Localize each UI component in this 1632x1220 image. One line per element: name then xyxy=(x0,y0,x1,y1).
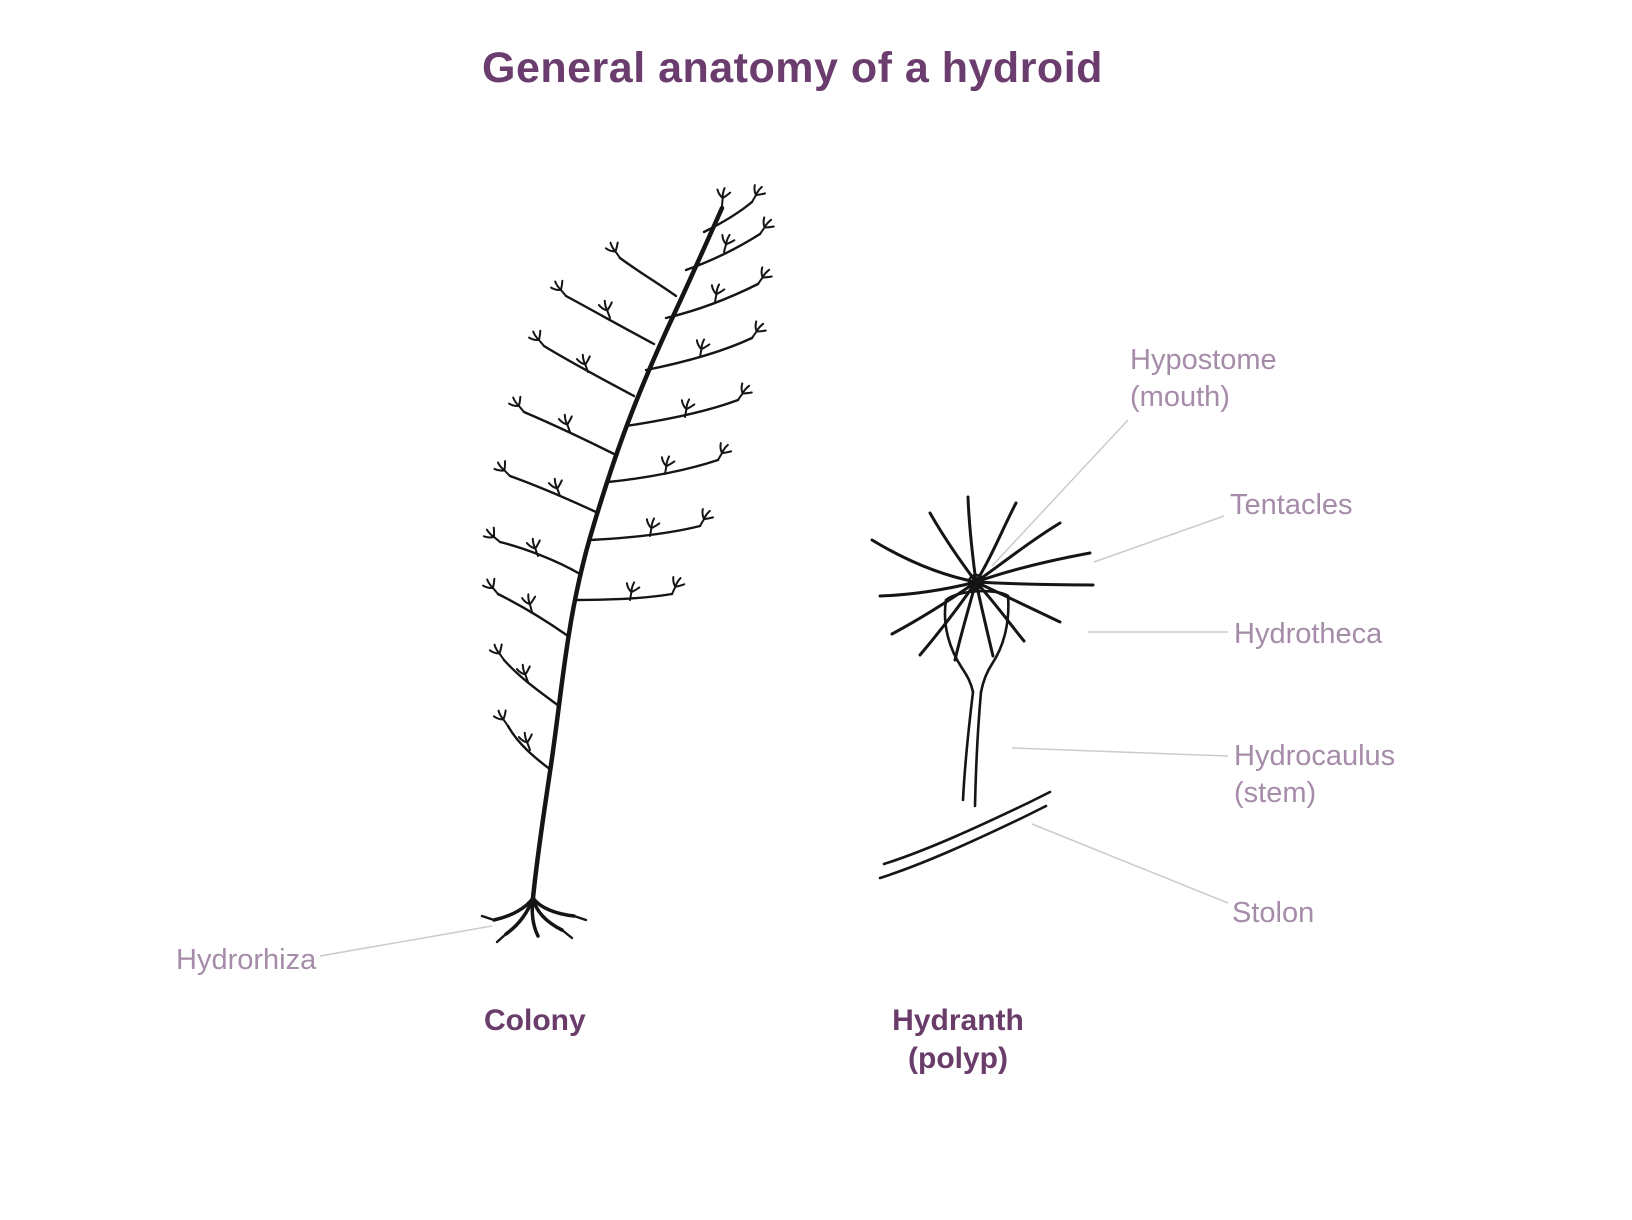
hydranth-hydrotheca xyxy=(943,589,1010,694)
colony-polyps xyxy=(480,182,778,754)
label-hydrorhiza: Hydrorhiza xyxy=(176,944,317,976)
colony-main-stem xyxy=(530,205,725,901)
label-hydrocaulus: Hydrocaulus (stem) xyxy=(1234,738,1395,812)
leader-tentacles xyxy=(1093,515,1225,563)
label-hypostome-line1: Hypostome xyxy=(1130,344,1277,376)
hydranth-hypostome xyxy=(967,573,985,591)
label-hypostome: Hypostome (mouth) xyxy=(1130,342,1277,416)
caption-hydranth: Hydranth (polyp) xyxy=(858,1002,1058,1078)
caption-colony: Colony xyxy=(484,1004,586,1037)
label-tentacles: Tentacles xyxy=(1230,489,1353,521)
colony-hydrorhiza-root xyxy=(480,896,588,944)
colony-illustration xyxy=(480,182,778,944)
leader-stolon xyxy=(1031,823,1229,904)
hydranth-stolon xyxy=(878,790,1052,880)
page-title: General anatomy of a hydroid xyxy=(482,44,1103,92)
leader-lines xyxy=(319,419,1229,957)
label-hydrotheca: Hydrotheca xyxy=(1234,618,1383,650)
label-hydrocaulus-line1: Hydrocaulus xyxy=(1234,740,1396,772)
leader-hypostome xyxy=(991,419,1129,567)
leader-hydrorhiza xyxy=(319,925,493,957)
hydranth-hydrocaulus xyxy=(961,690,983,808)
caption-hydranth-line1: Hydranth xyxy=(892,1004,1024,1037)
label-hypostome-line2: (mouth) xyxy=(1130,381,1230,413)
hydranth-illustration xyxy=(870,495,1095,880)
caption-hydranth-line2: (polyp) xyxy=(908,1042,1008,1075)
label-hydrocaulus-line2: (stem) xyxy=(1234,777,1317,809)
label-stolon: Stolon xyxy=(1232,897,1315,929)
leader-hydrocaulus xyxy=(1011,747,1229,757)
colony-branches xyxy=(496,200,762,772)
